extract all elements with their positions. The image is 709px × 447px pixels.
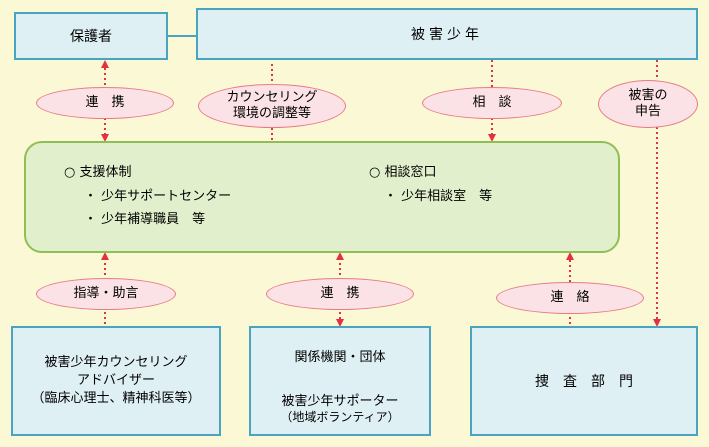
agency-link-oval: 連 携 [266,278,414,310]
agencies-box: 関係機関・団体 被害少年サポーター （地域ボランティア） [249,326,431,436]
victim-label: 被害少年 [411,27,483,43]
support-box [24,141,620,253]
report-oval: 被害の 申告 [598,80,698,128]
contact-label: 連 絡 [550,290,590,305]
guardian-box: 保護者 [14,12,168,60]
victim-box: 被害少年 [196,8,698,60]
advisor-box: 被害少年カウンセリング アドバイザー （臨床心理士、精神科医等） [11,326,221,436]
guardian-link-label: 連 携 [85,95,125,110]
agencies-bottom-2: （地域ボランティア） [280,410,400,424]
consult-label: 相 談 [472,95,512,110]
counseling-line-2: 環境の調整等 [232,106,311,121]
advisor-line-3: （臨床心理士、精神科医等） [31,391,201,406]
contact-oval: 連 絡 [496,282,644,314]
consult-item-1: ・ 少年相談室 等 [384,189,493,204]
guidance-label: 指導・助言 [73,286,139,301]
advisor-line-2: アドバイザー [76,373,155,388]
agency-link-label: 連 携 [320,286,360,301]
guidance-oval: 指導・助言 [36,278,176,310]
guardian-link-oval: 連 携 [36,87,174,119]
agencies-top: 関係機関・団体 [294,350,386,365]
counseling-line-1: カウンセリング [226,90,318,105]
agencies-bottom-1: 被害少年サポーター [281,394,399,409]
consult-title: ○ 相談窓口 [369,165,437,180]
consult-oval: 相 談 [422,87,562,119]
support-title: ○ 支援体制 [64,165,132,180]
advisor-line-1: 被害少年カウンセリング [44,355,188,370]
guardian-label: 保護者 [70,29,112,45]
investigation-box: 捜 査 部 門 [470,326,698,436]
support-item-1: ・ 少年サポートセンター [84,189,232,204]
support-item-2: ・ 少年補導職員 等 [84,212,206,227]
report-line-1: 被害の [628,88,668,103]
report-line-2: 申告 [634,104,661,119]
investigation-label: 捜 査 部 門 [535,374,633,390]
counseling-oval: カウンセリング 環境の調整等 [198,84,346,128]
